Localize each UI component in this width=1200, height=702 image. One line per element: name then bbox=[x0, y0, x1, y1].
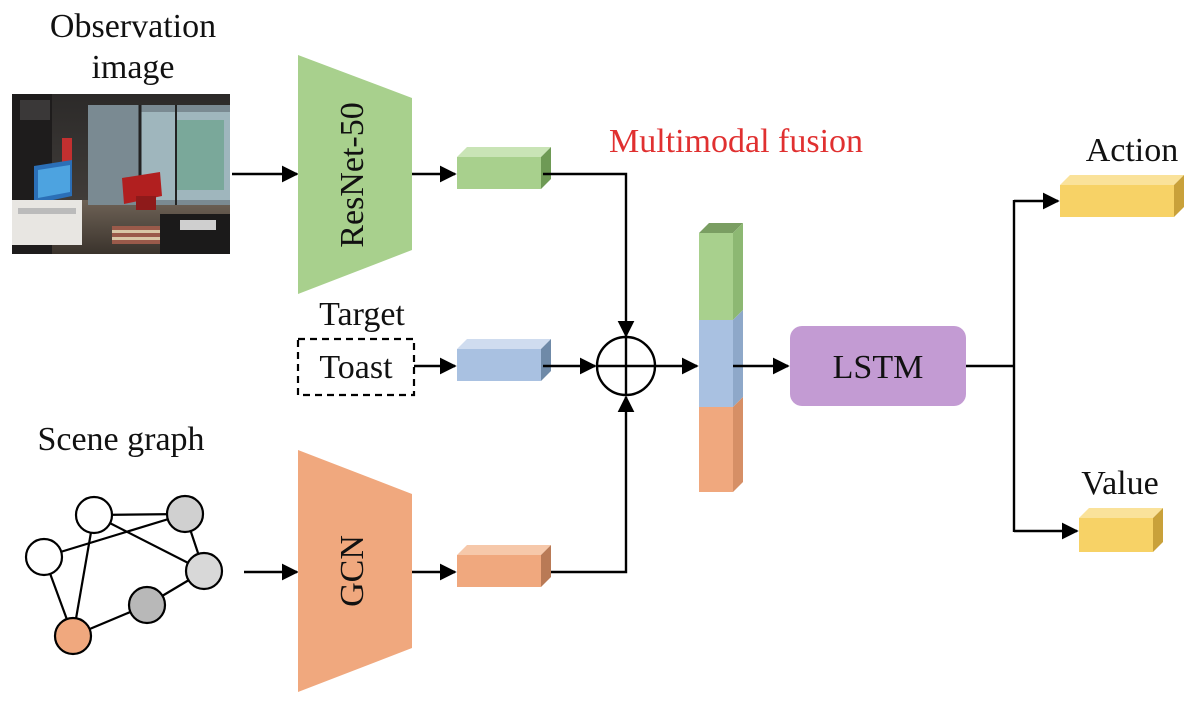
action-label: Action bbox=[1086, 132, 1179, 169]
action-output-block bbox=[1060, 175, 1184, 217]
observation-label-line1: Observation bbox=[50, 8, 216, 45]
lstm-block bbox=[790, 326, 966, 406]
target-label: Target bbox=[319, 296, 405, 333]
arrow-visual-to-fusion bbox=[543, 172, 635, 338]
value-label: Value bbox=[1081, 465, 1158, 502]
gcn-block bbox=[298, 450, 412, 692]
graph-node bbox=[127, 585, 167, 625]
circle-plus-icon bbox=[595, 335, 657, 397]
target-feature-block bbox=[457, 339, 551, 381]
graph-node bbox=[184, 551, 224, 591]
value-output-block bbox=[1079, 508, 1163, 552]
toast-label: Toast bbox=[319, 349, 393, 386]
graph-node-target bbox=[53, 616, 93, 656]
lstm-label: LSTM bbox=[833, 349, 924, 386]
graph-node bbox=[74, 495, 114, 535]
graph-feature-block bbox=[457, 545, 551, 587]
visual-feature-block bbox=[457, 147, 551, 189]
resnet-label: ResNet-50 bbox=[334, 102, 371, 247]
room-photo-icon bbox=[12, 94, 230, 254]
resnet-block bbox=[298, 55, 412, 294]
scene-graph-label: Scene graph bbox=[37, 421, 204, 458]
arrow-graph-to-fusion bbox=[543, 395, 635, 574]
fused-feature-vector bbox=[699, 223, 743, 492]
gcn-label: GCN bbox=[334, 535, 371, 607]
multimodal-fusion-label: Multimodal fusion bbox=[609, 123, 863, 160]
scene-graph-icon bbox=[24, 494, 224, 656]
graph-node bbox=[24, 537, 64, 577]
graph-node bbox=[165, 494, 205, 534]
observation-label-line2: image bbox=[91, 49, 174, 86]
